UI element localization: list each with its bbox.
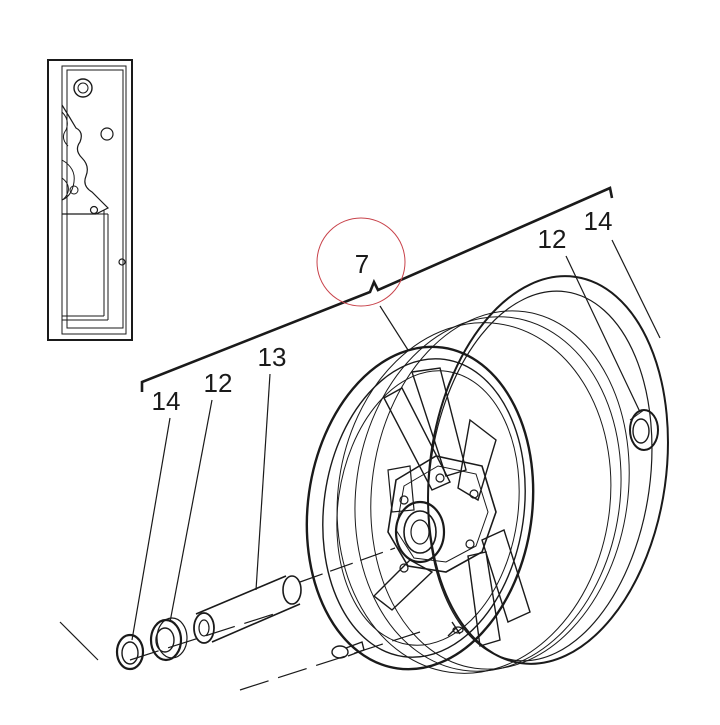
callout-12-right: 12 bbox=[538, 224, 567, 254]
callout-7: 7 bbox=[355, 249, 369, 279]
callout-labels: 7 12 14 14 12 13 bbox=[152, 206, 613, 416]
wheel-assembly bbox=[305, 275, 669, 674]
seal-left bbox=[115, 633, 145, 671]
leader-lines bbox=[131, 239, 661, 641]
bearing-right bbox=[629, 409, 659, 451]
callout-14-left: 14 bbox=[152, 386, 181, 416]
inset-detail-panel bbox=[47, 59, 133, 341]
assembly-bracket bbox=[140, 186, 614, 392]
callout-13: 13 bbox=[258, 342, 287, 372]
callout-14-right: 14 bbox=[584, 206, 613, 236]
wheel-bolt bbox=[331, 641, 365, 659]
callout-12-left: 12 bbox=[204, 368, 233, 398]
highlight-circle bbox=[316, 217, 406, 307]
spacer-tube bbox=[193, 575, 302, 644]
bearing-left bbox=[149, 617, 188, 662]
